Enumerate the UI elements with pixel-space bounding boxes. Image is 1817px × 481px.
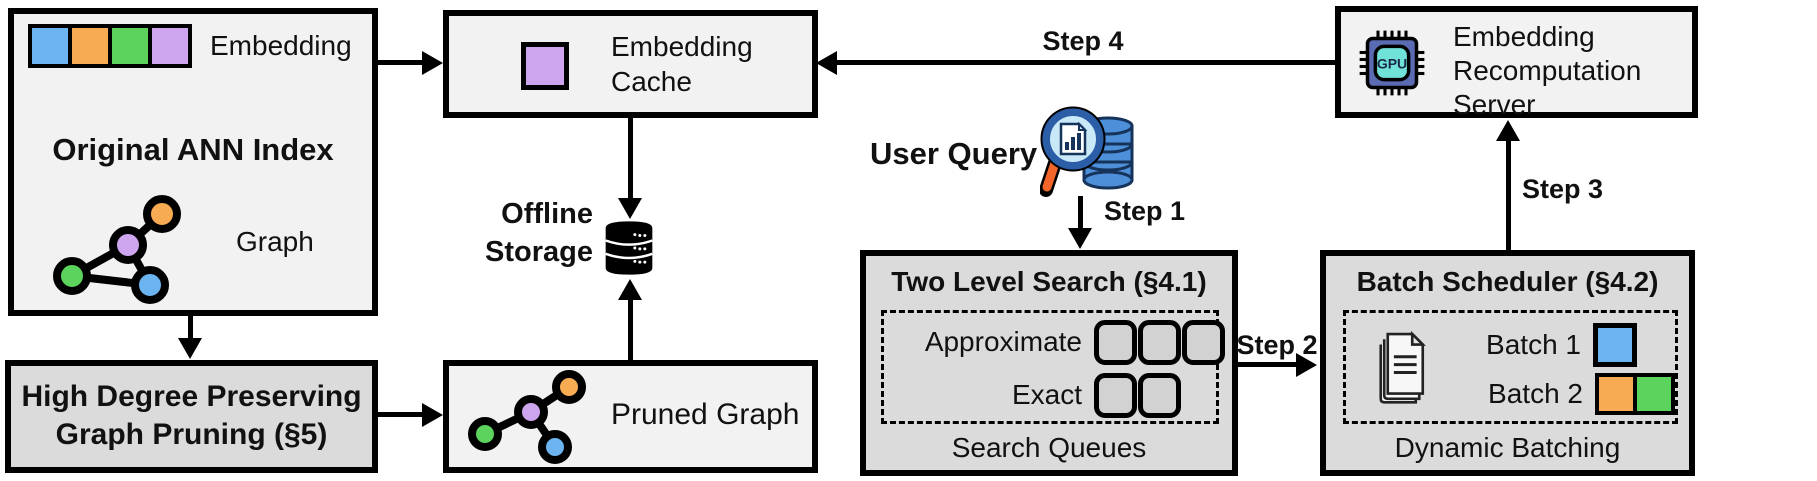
graph-pruning-line2: Graph Pruning (§5) bbox=[55, 418, 328, 451]
user-query-label: User Query bbox=[870, 136, 1038, 171]
cached-embedding-icon bbox=[521, 42, 569, 90]
offline-storage-line2: Storage bbox=[485, 235, 593, 268]
step1-label: Step 1 bbox=[1104, 196, 1186, 226]
offline-storage-line1: Offline bbox=[501, 198, 593, 230]
arrow-ann-to-cache-line bbox=[378, 60, 426, 65]
approximate-queue-slots bbox=[1094, 319, 1225, 365]
arrow-cache-to-storage-head bbox=[618, 198, 642, 219]
arrow-cache-to-storage-line bbox=[628, 118, 633, 200]
dynamic-batching-panel: Batch 1 Batch 2 bbox=[1343, 310, 1678, 424]
arrow-server-to-cache-head bbox=[816, 51, 837, 75]
search-queues-panel: Approximate Exact bbox=[881, 310, 1225, 424]
embedding-cache-box: Embedding Cache bbox=[443, 10, 818, 118]
batch1-row: Batch 1 bbox=[1446, 323, 1637, 367]
arrow-batch-to-server-line bbox=[1506, 140, 1511, 250]
queue-slot bbox=[1094, 372, 1137, 418]
step4-label: Step 4 bbox=[1042, 26, 1124, 56]
offline-storage-database-icon bbox=[605, 221, 653, 275]
batch2-query-orange bbox=[1599, 377, 1633, 411]
batch1-query-blue bbox=[1593, 323, 1637, 367]
batch2-queries bbox=[1595, 373, 1675, 415]
queue-slot bbox=[1138, 372, 1181, 418]
recompute-server-box: GPU Embedding Recomputation Server bbox=[1335, 6, 1698, 120]
arrow-pruning-to-pruned-line bbox=[378, 412, 426, 417]
gpu-chip-label: GPU bbox=[1377, 55, 1407, 71]
batch2-query-green bbox=[1637, 377, 1671, 411]
arrow-search-to-batch-line bbox=[1238, 362, 1300, 367]
recompute-server-label: Embedding Recomputation Server bbox=[1453, 21, 1642, 121]
embedding-vector-icon bbox=[28, 24, 192, 68]
pruned-graph-icon bbox=[468, 370, 586, 464]
arrow-ann-to-cache-head bbox=[422, 51, 443, 75]
batch2-label: Batch 2 bbox=[1488, 378, 1583, 409]
arrow-pruned-to-storage-head bbox=[618, 279, 642, 300]
arrow-query-to-search-head bbox=[1068, 228, 1092, 249]
embedding-cell-green bbox=[112, 28, 148, 64]
arrow-ann-to-pruning-line bbox=[188, 316, 193, 340]
queries-documents-icon bbox=[1379, 330, 1426, 404]
pruned-graph-box: Pruned Graph bbox=[443, 360, 818, 473]
arrow-pruned-to-storage-line bbox=[628, 300, 633, 360]
embedding-cell-purple bbox=[152, 28, 188, 64]
ann-graph-icon bbox=[53, 195, 181, 304]
exact-queue-row: Exact bbox=[884, 369, 1181, 421]
exact-queue-slots bbox=[1094, 372, 1181, 418]
queue-slot bbox=[1182, 319, 1225, 365]
arrow-batch-to-server-head bbox=[1496, 120, 1520, 141]
embedding-cache-label: Embedding Cache bbox=[611, 31, 753, 97]
arrow-query-to-search-line bbox=[1078, 196, 1083, 230]
gpu-chip-icon: GPU bbox=[1359, 30, 1425, 96]
embedding-cell-blue bbox=[32, 28, 68, 64]
graph-label: Graph bbox=[236, 226, 314, 257]
user-query-icon bbox=[1040, 106, 1134, 197]
exact-label: Exact bbox=[1011, 379, 1082, 410]
pruned-graph-label: Pruned Graph bbox=[611, 398, 800, 431]
arrow-search-to-batch-head bbox=[1296, 353, 1317, 377]
offline-storage-label: Offline Storage bbox=[448, 196, 593, 271]
queue-slot bbox=[1138, 319, 1181, 365]
step2-label: Step 2 bbox=[1236, 330, 1318, 360]
original-ann-index-box: Embedding Original ANN Index Graph bbox=[8, 8, 378, 316]
graph-pruning-box: High Degree Preserving Graph Pruning (§5… bbox=[5, 360, 378, 473]
batch-scheduler-box: Batch Scheduler (§4.2) Batch 1 bbox=[1320, 250, 1695, 476]
graph-pruning-line1: High Degree Preserving bbox=[21, 380, 362, 413]
search-queues-label: Search Queues bbox=[951, 432, 1147, 463]
arrow-ann-to-pruning-head bbox=[178, 338, 202, 359]
two-level-search-box: Two Level Search (§4.1) Approximate Exac… bbox=[860, 250, 1238, 476]
queue-slot bbox=[1094, 319, 1137, 365]
step3-label: Step 3 bbox=[1522, 174, 1604, 204]
embedding-cell-orange bbox=[72, 28, 108, 64]
dynamic-batching-label: Dynamic Batching bbox=[1394, 432, 1621, 463]
approximate-label: Approximate bbox=[924, 326, 1082, 357]
two-level-search-title: Two Level Search (§4.1) bbox=[891, 266, 1207, 297]
arrow-pruning-to-pruned-head bbox=[422, 403, 443, 427]
embedding-label: Embedding bbox=[210, 30, 352, 61]
batch-scheduler-title: Batch Scheduler (§4.2) bbox=[1356, 266, 1659, 297]
original-ann-index-title: Original ANN Index bbox=[52, 132, 334, 167]
approximate-queue-row: Approximate bbox=[884, 316, 1225, 368]
batch2-row: Batch 2 bbox=[1446, 373, 1675, 415]
batch1-label: Batch 1 bbox=[1486, 329, 1581, 360]
arrow-server-to-cache-line bbox=[834, 60, 1335, 65]
